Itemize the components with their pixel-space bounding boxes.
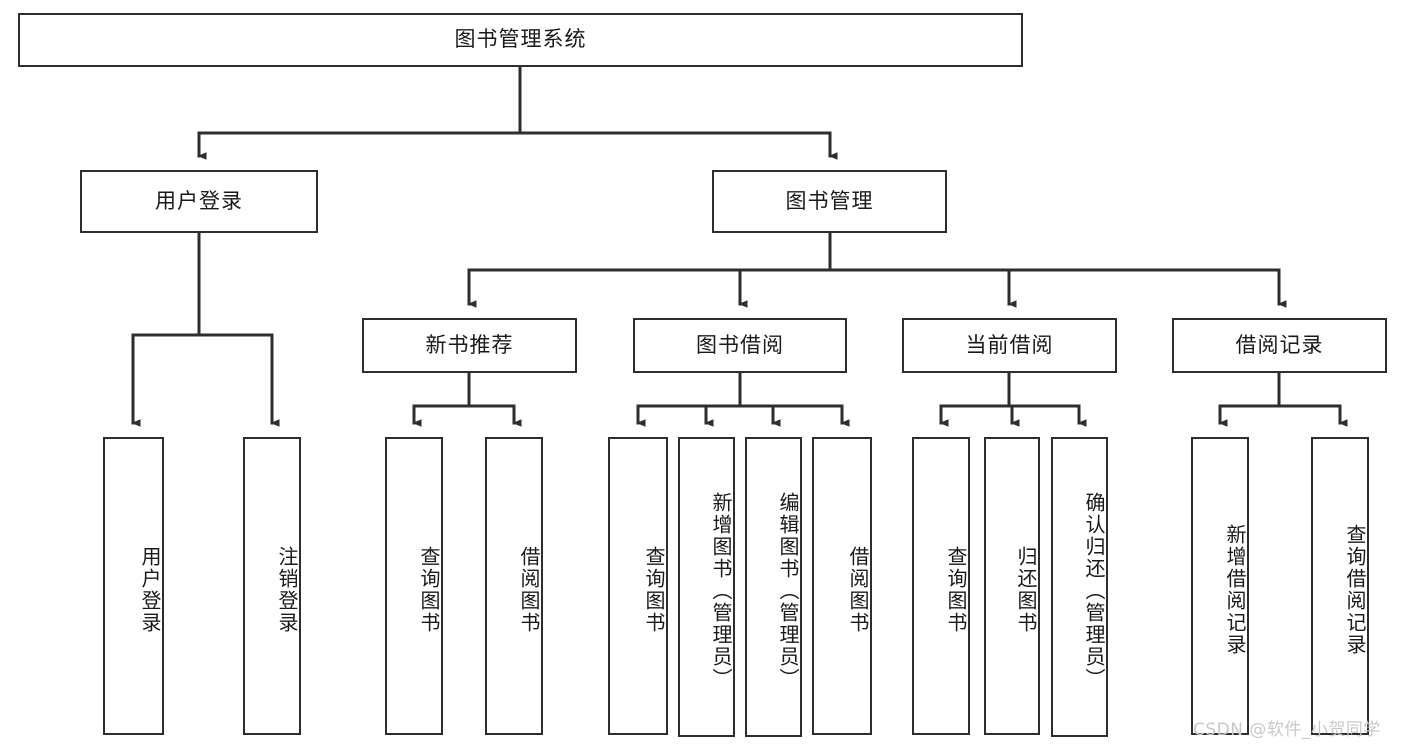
node-label: 查询图书 [944,546,968,634]
node-root-system[interactable]: 图书管理系统 [18,13,1023,67]
node-label: 借阅记录 [1235,332,1324,357]
node-label: 归还图书 [1014,546,1038,634]
watermark: CSDN @软件_小贺同学 [1193,720,1381,740]
leaf-borrow-book[interactable]: 借阅图书 [812,437,872,735]
leaf-borrow-book-newbook[interactable]: 借阅图书 [485,437,543,735]
node-label: 用户登录 [155,188,243,213]
node-label: 图书管理系统 [454,27,587,52]
node-label: 注销登录 [275,546,299,634]
node-user-login[interactable]: 用户登录 [80,170,318,233]
leaf-return-book[interactable]: 归还图书 [984,437,1040,735]
node-label: 借阅图书 [517,546,541,634]
node-label: 查询借阅记录 [1343,524,1367,656]
node-label: 查询图书 [642,546,666,634]
node-new-book-recommend[interactable]: 新书推荐 [362,318,577,373]
node-label: 查询图书 [417,546,441,634]
node-book-management[interactable]: 图书管理 [712,170,947,233]
node-label: 编辑图书（管理员） [776,492,800,690]
node-label: 新增借阅记录 [1223,524,1247,656]
node-label: 新增图书（管理员） [709,492,733,690]
leaf-query-book-current[interactable]: 查询图书 [912,437,970,735]
node-label: 用户登录 [138,546,162,634]
node-label: 确认归还（管理员） [1082,492,1106,690]
leaf-logout[interactable]: 注销登录 [243,437,301,735]
node-label: 图书管理 [785,188,874,213]
leaf-add-book-admin[interactable]: 新增图书（管理员） [678,437,735,737]
leaf-add-borrow-record[interactable]: 新增借阅记录 [1191,437,1249,735]
leaf-query-book-newbook[interactable]: 查询图书 [385,437,443,735]
leaf-query-borrow-record[interactable]: 查询借阅记录 [1311,437,1369,735]
node-book-borrow[interactable]: 图书借阅 [633,318,847,373]
leaf-query-book-borrow[interactable]: 查询图书 [608,437,668,735]
node-label: 当前借阅 [965,332,1054,357]
node-label: 借阅图书 [846,546,870,634]
leaf-user-login[interactable]: 用户登录 [103,437,164,735]
leaf-confirm-return-admin[interactable]: 确认归还（管理员） [1051,437,1108,737]
node-borrow-record[interactable]: 借阅记录 [1172,318,1387,373]
node-label: 新书推荐 [425,332,514,357]
node-current-borrow[interactable]: 当前借阅 [902,318,1117,373]
node-label: 图书借阅 [696,332,784,357]
leaf-edit-book-admin[interactable]: 编辑图书（管理员） [745,437,802,737]
